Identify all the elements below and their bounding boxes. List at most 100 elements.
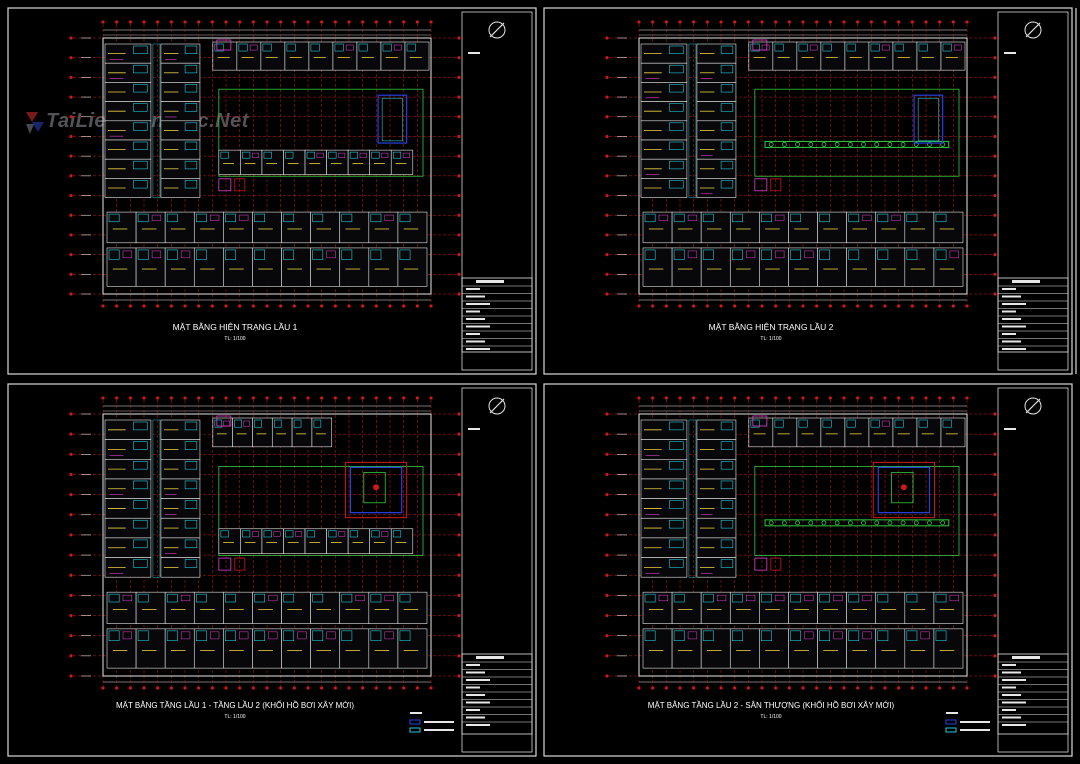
bathroom-fixture [669,559,684,568]
bathroom-fixture [108,249,120,260]
legend-swatch [409,727,421,733]
room [904,628,935,669]
legend-heading [946,712,958,714]
pool-marker [900,484,907,491]
grid-bubble [69,193,73,198]
sheet-scale: TL: 1/100 [760,336,781,342]
corridor [688,43,697,198]
grid-bubble [787,686,791,690]
room [729,211,760,244]
grid-bubble [993,154,997,158]
shrub-icon [913,142,919,147]
grid-bubble [69,654,73,658]
grid-bubble [605,292,609,296]
bathroom-fixture [720,141,734,150]
sheet-title: MẶT BẰNG TẦNG LẦU 1 - TẦNG LẦU 2 (KHỐI H… [116,700,354,710]
grid-bubble [183,396,187,400]
room [223,211,253,244]
bathroom-fixture [195,213,207,223]
furniture [122,250,132,259]
room [164,211,195,244]
grid-bubble [142,396,146,400]
grid-bubble [856,304,860,308]
grid-bubble [815,396,819,400]
title-table-text [1002,295,1021,298]
grid-bubble [457,115,461,119]
room [640,178,688,198]
grid-bubble [951,396,955,400]
bathroom-fixture [399,630,411,641]
grid-bubble [924,20,928,24]
grid-bubble [347,304,351,308]
room [868,417,894,448]
grid-bubble [69,134,73,139]
shrub-icon [913,520,919,526]
bathroom-fixture [669,45,684,54]
grid-bubble [183,304,187,308]
grid-bubble [993,36,997,40]
grid-bubble [774,304,778,308]
title-table-text [1002,724,1026,726]
pool-deck [891,471,914,504]
grid-bubble [705,396,709,400]
room [916,41,942,71]
grid-bubble [993,674,997,678]
grid-bubble [251,20,255,24]
room [729,591,760,624]
bathroom-fixture [133,103,148,112]
bathroom-fixture [184,421,198,431]
grid-bubble [692,304,696,308]
grid-bubble [69,115,73,119]
bathroom-fixture [702,213,714,223]
title-table-text [466,716,485,719]
grid-bubble [197,686,201,690]
furniture [251,152,259,158]
room [271,417,293,448]
grid-bubble [605,674,609,678]
elevator-core [770,178,782,192]
grid-bubble [605,272,609,276]
room [218,149,241,175]
bathroom-fixture [669,460,684,470]
grid-bubble [993,272,997,276]
grid-bubble [705,304,709,308]
new-pool [877,466,931,514]
bathroom-fixture [942,419,952,428]
bathroom-fixture [166,630,178,641]
grid-bubble [897,396,901,400]
sheet-2: MẶT BẰNG HIỆN TRẠNG LẦU 2TL: 1/100 [543,7,1073,375]
grid-bubble [678,396,682,400]
furniture [210,631,220,640]
grid-bubble [787,20,791,24]
room [135,628,166,669]
furniture [151,250,162,259]
bathroom-fixture [184,141,198,150]
grid-bubble [605,95,609,99]
title-block [997,11,1069,371]
grid-bubble [224,304,228,308]
room [868,41,894,71]
grid-bubble [815,20,819,24]
room [892,417,918,448]
stair-core-top [216,39,232,51]
bathroom-fixture [234,419,242,428]
bathroom-fixture [399,213,411,223]
bathroom-fixture [846,419,856,428]
grid-bubble [142,686,146,690]
furniture [251,531,259,537]
room [397,211,428,244]
grid-bubble [115,686,119,690]
grid-bubble [457,36,461,40]
grid-bubble [760,20,764,24]
corridor [688,419,697,578]
bathroom-fixture [184,84,198,93]
grid-bubble [605,613,609,618]
grid-bubble [965,20,969,24]
furniture [381,152,389,158]
bathroom-fixture [720,122,734,131]
room [788,211,818,244]
grid-bubble [347,396,351,400]
grid-bubble [993,452,997,456]
bathroom-fixture [720,45,734,54]
grid-bubble [69,472,73,477]
